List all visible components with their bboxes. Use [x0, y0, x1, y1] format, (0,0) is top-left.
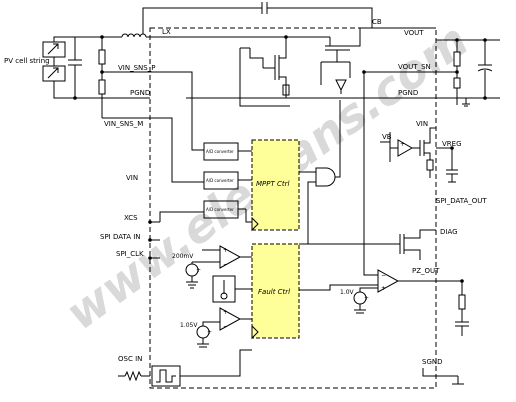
adc-2-label: A/D converter — [206, 178, 234, 183]
lx-label: LX — [162, 28, 171, 36]
vout-sn-label: VOUT_SN — [398, 63, 431, 71]
and-gate — [315, 167, 336, 187]
ref-1v0-label: 1.0V — [340, 289, 355, 296]
vout-label: VOUT — [404, 29, 424, 37]
adc-3-label: A/D converter — [206, 207, 234, 212]
comparator-pz-out — [377, 269, 400, 293]
spi-clk-label: SPI_CLK — [116, 250, 144, 258]
svg-text:−: − — [223, 261, 228, 268]
pgnd-left-label: PGND — [130, 89, 150, 97]
vin-label: VIN — [126, 174, 138, 182]
svg-text:+: + — [400, 141, 405, 148]
xcs-label: XCS — [124, 214, 138, 222]
svg-text:+: + — [207, 329, 212, 336]
mppt-ctrl-block — [251, 139, 300, 231]
vb-label: VB — [382, 133, 392, 141]
svg-text:−: − — [223, 323, 228, 330]
pgnd-right-label: PGND — [398, 89, 418, 97]
cb-label: CB — [372, 18, 382, 26]
comparator-1v05 — [219, 307, 242, 331]
diag-label: DIAG — [440, 228, 458, 236]
vin-sns-p-label: VIN_SNS_P — [118, 64, 155, 72]
vin-sns-m-label: VIN_SNS_M — [104, 120, 143, 128]
spi-data-in-label: SPI DATA IN — [100, 233, 141, 241]
vreg-label: VREG — [442, 140, 462, 148]
mppt-ctrl-label: MPPT Ctrl — [256, 180, 289, 188]
osc-in-label: OSC IN — [118, 355, 142, 363]
spi-data-out-label: SPI_DATA_OUT — [436, 197, 487, 205]
svg-text:+: + — [223, 309, 228, 316]
svg-text:+: + — [196, 267, 201, 274]
ref-200mv-label: 200mV — [172, 253, 194, 260]
polarity-markers: + − + − − + + + + + — [196, 141, 405, 336]
pz-out-label: PZ_OUT — [412, 267, 440, 275]
comparator-200mv — [219, 245, 242, 269]
adc-1-label: A/D converter — [206, 149, 234, 154]
junction-dots — [73, 35, 487, 283]
chip-outline — [149, 27, 437, 389]
svg-text:+: + — [223, 247, 228, 254]
pv-cell-string-label: PV cell string — [4, 57, 50, 65]
svg-text:−: − — [381, 272, 386, 279]
vin-ldo-label: VIN — [416, 120, 428, 128]
sgnd-label: SGND — [422, 358, 443, 366]
svg-text:+: + — [364, 295, 369, 302]
fault-ctrl-block — [251, 243, 300, 339]
fault-ctrl-label: Fault Ctrl — [258, 288, 290, 296]
svg-text:+: + — [381, 285, 386, 292]
ref-1v05-label: 1.05V — [180, 322, 198, 329]
